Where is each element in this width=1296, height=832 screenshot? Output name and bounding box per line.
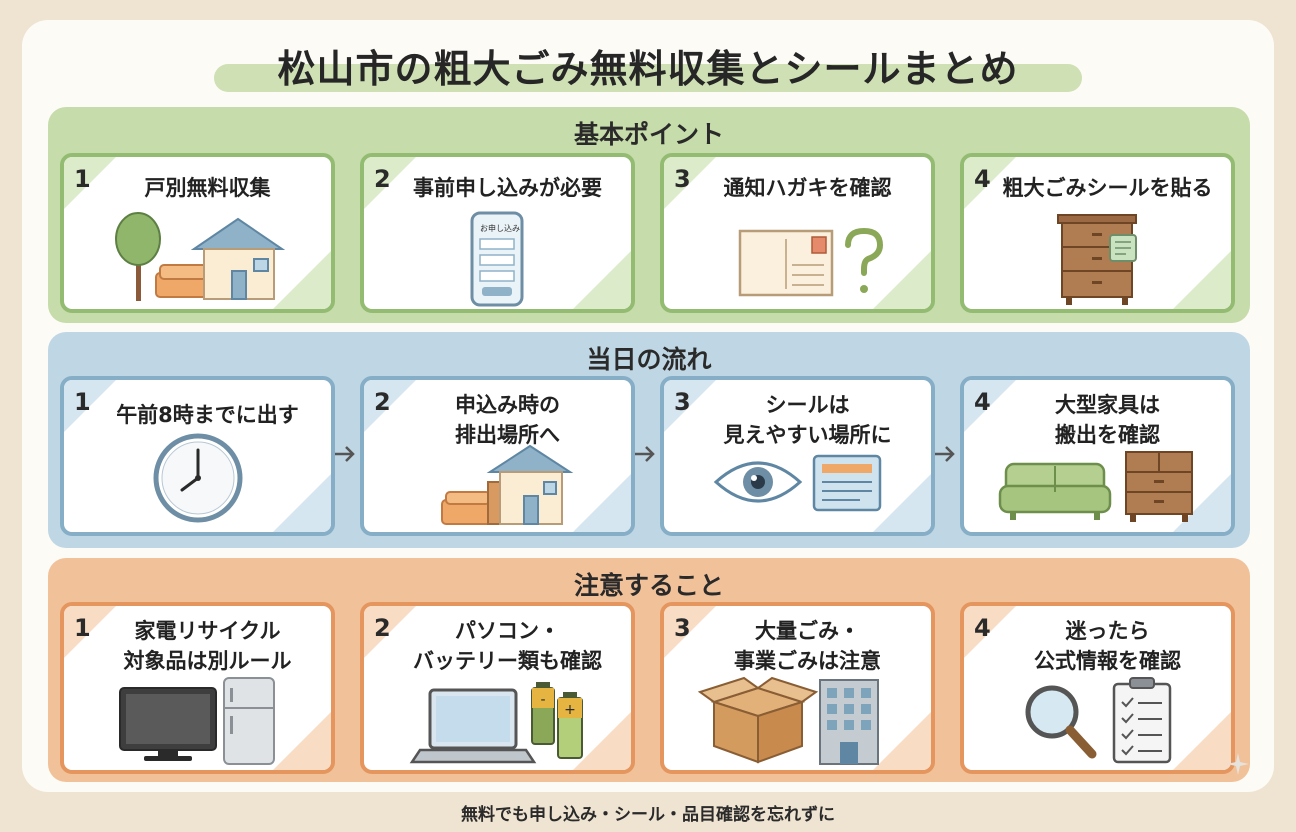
step-card: 3 大量ごみ・ 事業ごみは注意: [660, 602, 935, 774]
step-number: 2: [374, 388, 391, 416]
section-cautions: 注意すること 1 家電リサイクル 対象品は別ルール 2 パソコン・ バッテリー類…: [48, 558, 1250, 782]
section-title: 当日の流れ: [586, 345, 712, 374]
step-label: パソコン・ バッテリー類も確認: [413, 619, 602, 673]
step-card: 4 迷ったら 公式情報を確認: [960, 602, 1235, 774]
step-card: 4 粗大ごみシールを貼る: [960, 153, 1235, 313]
section-title: 基本ポイント: [573, 120, 724, 149]
step-card: 2 事前申し込みが必要 お申し込み: [360, 153, 635, 313]
laptop-battery-icon: - +: [409, 682, 583, 764]
step-card: 4 大型家具は 搬出を確認: [960, 376, 1235, 536]
dresser-sticker-icon: [1057, 214, 1137, 305]
clock-icon: [153, 433, 243, 523]
flow-arrow-icon: [335, 446, 355, 462]
step-number: 3: [674, 388, 691, 416]
step-number: 1: [74, 388, 91, 416]
step-label: 午前8時までに出す: [116, 403, 299, 427]
step-label: 粗大ごみシールを貼る: [1002, 176, 1213, 200]
step-label: 事前申し込みが必要: [413, 176, 602, 200]
smartphone-form-icon: お申し込み: [470, 211, 524, 307]
sparkle-icon: [1227, 753, 1249, 775]
step-label: シールは 見えやすい場所に: [723, 393, 892, 447]
step-number: 4: [974, 388, 991, 416]
step-number: 2: [374, 614, 391, 642]
box-building-icon: [697, 676, 879, 765]
step-card: 3 通知ハガキを確認: [660, 153, 935, 313]
footer-note: 無料でも申し込み・シール・品目確認を忘れずに: [461, 805, 835, 825]
step-number: 4: [974, 614, 991, 642]
step-label: 家電リサイクル 対象品は別ルール: [123, 619, 292, 673]
step-card: 1 午前8時までに出す: [60, 376, 335, 536]
tree-house-sofa-icon: [115, 212, 286, 301]
tv-fridge-icon: [119, 677, 275, 765]
step-label: 大型家具は 搬出を確認: [1055, 393, 1160, 447]
flow-arrow-icon: [635, 446, 655, 462]
svg-text:-: -: [540, 692, 545, 708]
section-basic-points: 基本ポイント 1 戸別無料収集 2 事前申し込みが必要 お申し込み: [48, 107, 1250, 323]
step-label: 申込み時の 排出場所へ: [455, 393, 560, 447]
title-area: 松山市の粗大ごみ無料収集とシールまとめ: [0, 38, 1296, 93]
step-card: 2 パソコン・ バッテリー類も確認 - +: [360, 602, 635, 774]
page-title: 松山市の粗大ごみ無料収集とシールまとめ: [277, 47, 1019, 91]
step-card: 2 申込み時の 排出場所へ: [360, 376, 635, 536]
step-label: 戸別無料収集: [144, 176, 271, 200]
postcard-question-icon: [738, 227, 884, 297]
magnifier-checklist-icon: [1025, 677, 1172, 764]
flow-arrow-icon: [935, 446, 955, 462]
eye-sticker-icon: [713, 454, 882, 512]
title-underline: [214, 64, 1082, 92]
step-number: 4: [974, 165, 991, 193]
step-card: 1 家電リサイクル 対象品は別ルール: [60, 602, 335, 774]
svg-text:+: +: [564, 702, 576, 718]
phone-screen-title: お申し込み: [480, 223, 520, 233]
step-number: 3: [674, 165, 691, 193]
step-label: 迷ったら 公式情報を確認: [1034, 619, 1181, 673]
step-label: 大量ごみ・ 事業ごみは注意: [734, 619, 881, 673]
sofa-dresser-icon: [998, 451, 1193, 522]
step-number: 1: [74, 614, 91, 642]
step-card: 1 戸別無料収集: [60, 153, 335, 313]
step-card: 3 シールは 見えやすい場所に: [660, 376, 935, 536]
house-furniture-icon: [441, 444, 574, 525]
step-number: 2: [374, 165, 391, 193]
step-number: 1: [74, 165, 91, 193]
step-label: 通知ハガキを確認: [723, 176, 892, 200]
step-number: 3: [674, 614, 691, 642]
section-title: 注意すること: [573, 571, 724, 600]
section-day-flow: 当日の流れ 1 午前8時までに出す 2 申込み時の 排出場所へ 3: [48, 332, 1250, 548]
